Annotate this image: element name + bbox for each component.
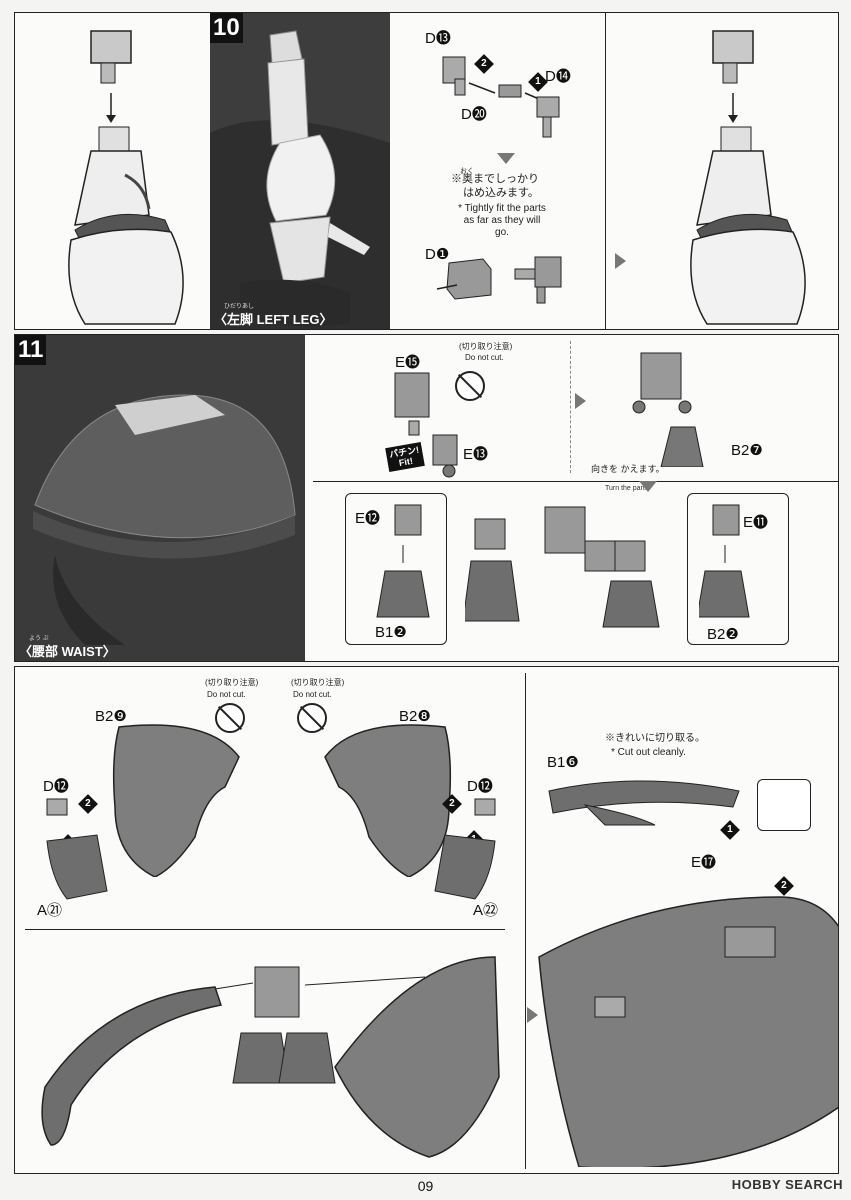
- step-10-caption: ひだりあし 〈左脚 LEFT LEG〉: [214, 304, 333, 328]
- nocut-jp-1: (切り取り注意): [459, 342, 513, 351]
- part-label-a22: A㉒: [473, 902, 499, 919]
- part-label-b27: B2❼: [731, 442, 763, 459]
- nocut-icon-2: [215, 703, 245, 733]
- down-arrow: [497, 153, 515, 164]
- down-arrow-2: [639, 481, 657, 492]
- nocut-en-3: Do not cut.: [293, 690, 332, 699]
- part-label-d1: D❶: [425, 246, 450, 263]
- waist-armor-assembly-drawing: [538, 896, 838, 1167]
- step-11-panel: 11 よう ぶ 〈腰部 WAIST〉 E⓯ (切り取り注意) Do not cu…: [14, 334, 839, 662]
- step-12-panel: B2❾ (切り取り注意) Do not cut. D⓬ 2 1 A㉑ B2❽ (…: [14, 666, 839, 1174]
- left-leg-after-drawing: [690, 30, 806, 325]
- note-jp-line1: ※奥までしっかり: [451, 173, 539, 185]
- left-leg-photo: 10 ひだりあし 〈左脚 LEFT LEG〉: [210, 13, 390, 329]
- part-label-e12: E⓬: [355, 510, 381, 527]
- step-10-caption-ruby: ひだりあし: [224, 304, 255, 310]
- part-label-b29: B2❾: [95, 708, 127, 725]
- nocut-icon-1: [455, 371, 485, 401]
- right-arrow-2: [575, 393, 586, 409]
- part-label-b12: B1❷: [375, 624, 407, 641]
- part-label-d20: D⓴: [461, 106, 487, 123]
- a22-part-drawing: [434, 798, 496, 900]
- part-label-e11: E⓫: [743, 514, 769, 531]
- part-label-d13: D⓭: [425, 30, 451, 47]
- step-10-caption-text: 〈左脚 LEFT LEG〉: [214, 312, 333, 327]
- part-label-b16: B1❻: [547, 754, 579, 771]
- part-label-d12a: D⓬: [43, 778, 69, 795]
- step-11-caption-text: 〈腰部 WAIST〉: [19, 644, 116, 659]
- a21-part-drawing: [46, 798, 108, 900]
- turn-en: Turn the parts.: [605, 485, 651, 492]
- turn-jp: 向きを かえます。: [591, 464, 665, 474]
- d1-assembly-drawing: [436, 256, 562, 304]
- nocut-jp-3: (切り取り注意): [291, 678, 345, 687]
- waist-thruster-center-drawing: [465, 506, 660, 628]
- part-label-e13: E⓭: [463, 446, 489, 463]
- part-label-e15: E⓯: [395, 354, 421, 371]
- part-label-b22: B2❷: [707, 626, 739, 643]
- part-label-a21: A㉑: [37, 902, 63, 919]
- nocut-jp-2: (切り取り注意): [205, 678, 259, 687]
- b16-part-drawing: [548, 780, 740, 826]
- note-ruby: おく: [460, 168, 474, 175]
- right-arrow: [615, 253, 626, 269]
- e15-assembly-drawing: [394, 372, 458, 478]
- waist-photo: 11 よう ぶ 〈腰部 WAIST〉: [15, 335, 305, 661]
- part-label-d12b: D⓬: [467, 778, 493, 795]
- part-label-e17: E⓱: [691, 854, 717, 871]
- note-en: * Tightly fit the parts as far as they w…: [458, 203, 546, 238]
- waist-core-drawing: [632, 352, 704, 467]
- part-label-d14: D⓮: [545, 68, 571, 85]
- step-11-number: 11: [15, 335, 47, 365]
- cut-en: * Cut out cleanly.: [611, 747, 686, 758]
- step-11-caption-ruby: よう ぶ: [29, 636, 49, 642]
- step-10-panel: 10 ひだりあし 〈左脚 LEFT LEG〉 D⓭ D⓮ D⓴ 2 1 おく ※…: [14, 12, 839, 330]
- step-10-number: 10: [210, 13, 243, 43]
- watermark: HOBBY SEARCH: [731, 1177, 843, 1192]
- d-parts-drawing: [442, 56, 560, 138]
- nocut-icon-3: [297, 703, 327, 733]
- cut-jp: ※きれいに切り取る。: [605, 733, 705, 744]
- left-leg-before-drawing: [68, 30, 184, 325]
- page-number: 09: [417, 1178, 434, 1194]
- e11-thruster-drawing: [699, 504, 750, 618]
- waist-half-assembly-drawing: [41, 956, 500, 1158]
- e12-thruster-drawing: [376, 504, 430, 618]
- note-jp-line2: はめ込みます。: [463, 187, 539, 199]
- b29-armor-drawing: [112, 724, 240, 877]
- nocut-en-1: Do not cut.: [465, 353, 504, 362]
- part-label-b28: B2❽: [399, 708, 431, 725]
- step-11-caption: よう ぶ 〈腰部 WAIST〉: [19, 636, 116, 660]
- right-arrow-3: [527, 1007, 538, 1023]
- nocut-en-2: Do not cut.: [207, 690, 246, 699]
